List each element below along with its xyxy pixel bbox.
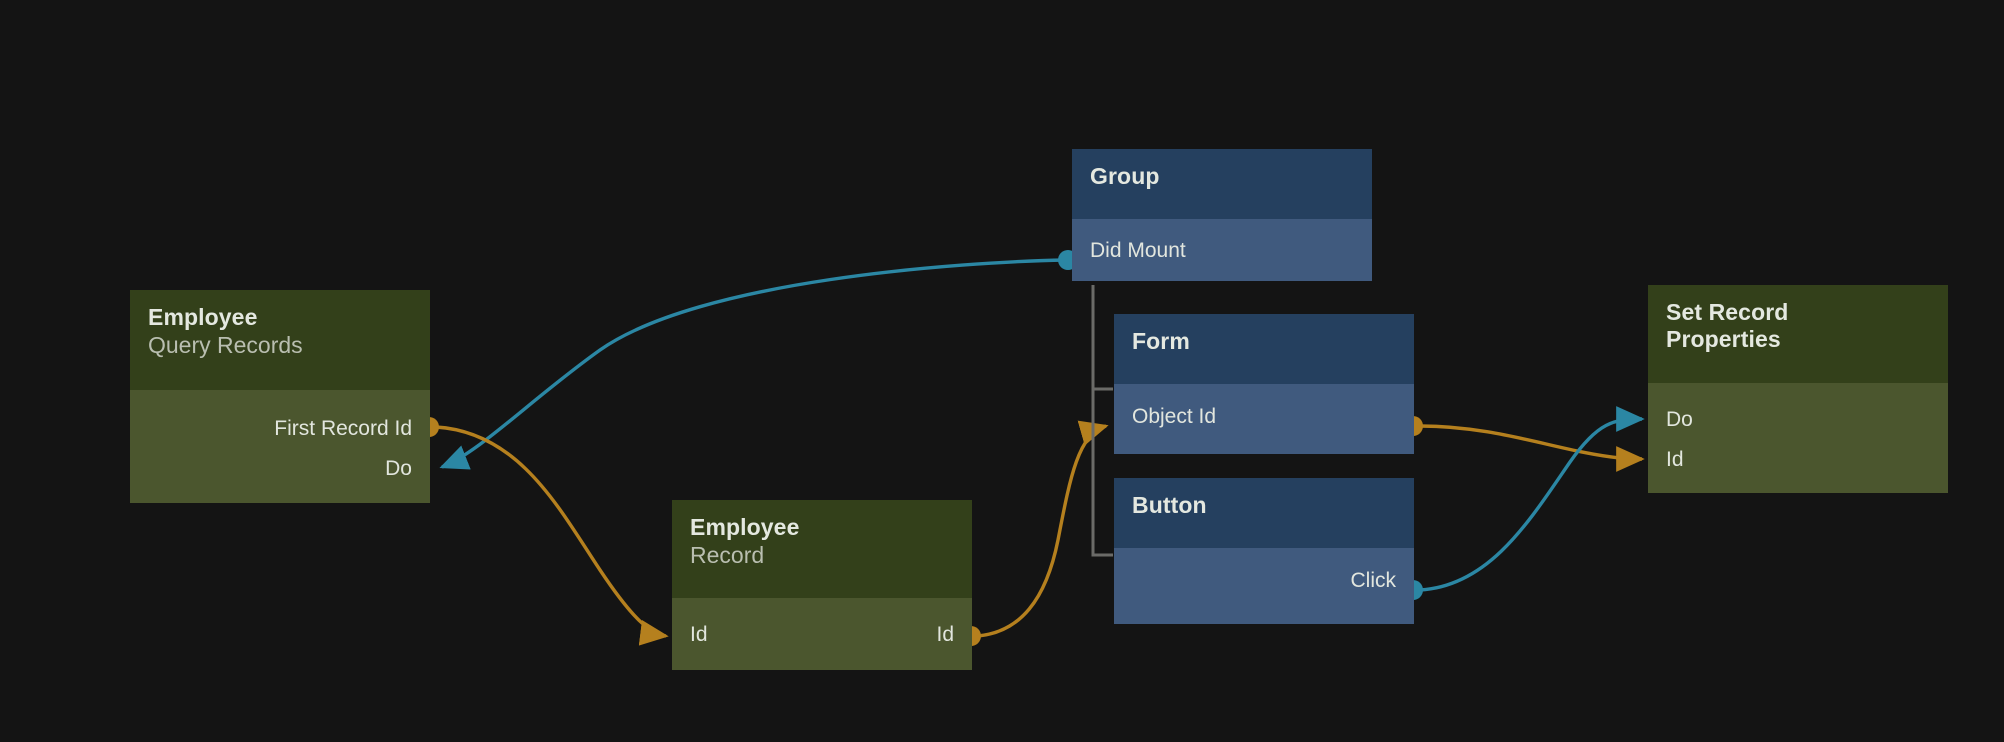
node-title: Employee [690,514,800,540]
port-label-first-record-id: First Record Id [274,416,412,440]
node-form[interactable]: Form Object Id [1114,314,1414,454]
node-title: Form [1132,328,1190,354]
wire-form-objectid-to-setrecord-id [1419,424,1645,472]
node-body: Do Id [1648,383,1948,493]
port-label-did-mount: Did Mount [1090,238,1186,262]
wire-group-didmount-to-query-do [439,258,1067,470]
port-row-id[interactable]: Id Id [672,614,972,654]
wire-firstrecordid-to-record-id [435,425,669,646]
port-row-click[interactable]: Click [1114,560,1414,600]
node-body: Did Mount [1072,219,1372,281]
node-body: Click [1114,548,1414,624]
port-label-do: Do [385,456,412,480]
node-body: Object Id [1114,384,1414,454]
port-row-did-mount[interactable]: Did Mount [1072,230,1372,270]
port-label-object-id: Object Id [1132,404,1217,428]
node-title: Set Record [1666,299,1789,325]
node-button[interactable]: Button Click [1114,478,1414,624]
wire-record-id-to-form-objectid [977,420,1109,638]
port-label-click: Click [1350,568,1397,592]
port-label-id-in: Id [690,622,708,646]
node-header: Set Record Properties [1648,285,1948,383]
node-subtitle: Record [690,541,765,568]
node-header: Employee Record [672,500,972,598]
tree-connector-group-children [1091,285,1113,557]
port-row-do[interactable]: Do [130,448,430,488]
node-group[interactable]: Group Did Mount [1072,149,1372,281]
port-row-first-record-id[interactable]: First Record Id [130,408,430,448]
port-row-object-id[interactable]: Object Id [1114,396,1414,436]
node-subtitle: Query Records [148,331,303,358]
node-header: Group [1072,149,1372,219]
wire-button-click-to-setrecord-do [1419,406,1645,592]
port-label-id-out: Id [936,622,954,646]
node-title: Group [1090,163,1160,189]
node-title: Button [1132,492,1207,518]
node-set-record-properties[interactable]: Set Record Properties Do Id [1648,285,1948,493]
node-body: Id Id [672,598,972,670]
node-header: Employee Query Records [130,290,430,390]
node-header: Form [1114,314,1414,384]
port-label-do: Do [1666,407,1693,431]
port-label-id: Id [1666,447,1684,471]
port-row-id[interactable]: Id [1648,439,1948,479]
node-employee-record[interactable]: Employee Record Id Id [672,500,972,670]
node-title-line2: Properties [1666,325,1781,352]
port-row-do[interactable]: Do [1648,399,1948,439]
node-employee-query-records[interactable]: Employee Query Records First Record Id D… [130,290,430,503]
node-body: First Record Id Do [130,390,430,503]
node-header: Button [1114,478,1414,548]
node-title: Employee [148,304,258,330]
